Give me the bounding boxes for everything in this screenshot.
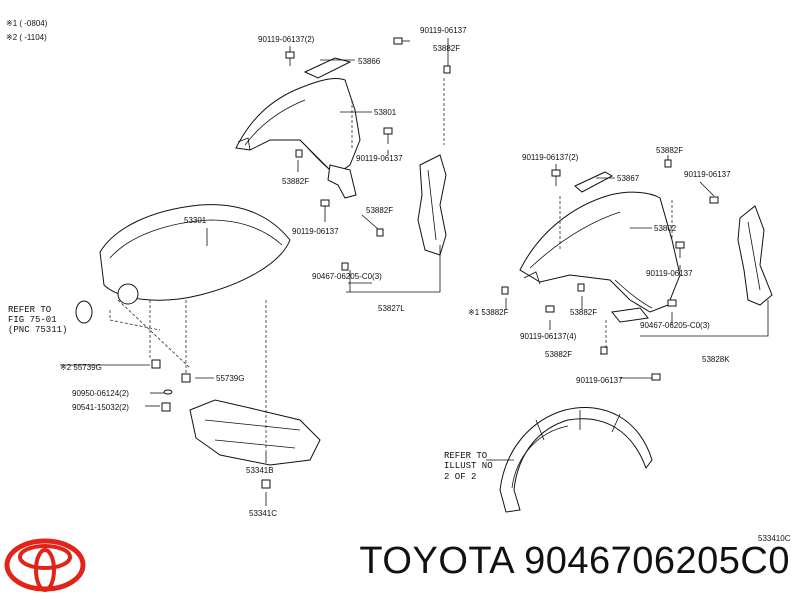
bolt-icon <box>551 169 561 186</box>
bolt-icon <box>393 37 410 45</box>
emblem-icon <box>75 300 93 324</box>
diagram-code: 533410C <box>758 534 791 543</box>
right-fender-53802 <box>519 191 681 313</box>
label-90119-06137-2-right: 90119-06137(2) <box>522 153 579 162</box>
label-53882F-note: ※1 53882F <box>468 308 509 317</box>
label-55739G-note: ※2 55739G <box>60 363 102 372</box>
label-53827L: 53827L <box>378 304 405 313</box>
clip-icon <box>181 373 191 383</box>
washer-icon <box>163 389 173 395</box>
refer-fig-line-2: FIG 75-01 <box>8 315 57 325</box>
label-53341C: 53341C <box>249 509 277 518</box>
refer-illust-line-3: 2 OF 2 <box>444 472 476 482</box>
label-90119-06137-top: 90119-06137 <box>420 26 467 35</box>
label-90119-06137-r1: 90119-06137 <box>684 170 731 179</box>
right-fender-seal-53867 <box>574 171 614 193</box>
label-90119-06137-4: 90119-06137(4) <box>520 332 577 341</box>
label-90541-15032: 90541-15032(2) <box>72 403 129 412</box>
label-53882F-right-mid: 53882F <box>570 308 597 317</box>
clip-icon <box>295 149 303 158</box>
clip-icon <box>341 262 349 271</box>
legend-note-1: ※1 ( -0804) <box>6 19 48 28</box>
refer-illust-line-2: ILLUST NO <box>444 461 493 471</box>
clip-icon <box>664 159 672 168</box>
bolt-icon <box>383 127 393 144</box>
label-53828K: 53828K <box>702 355 730 364</box>
left-fender-seal-53866 <box>303 57 352 79</box>
bolt-icon <box>545 305 555 313</box>
label-53341B: 53341B <box>246 466 274 475</box>
label-53866: 53866 <box>358 57 381 66</box>
clip-icon <box>261 479 271 489</box>
toyota-logo-icon <box>4 538 86 592</box>
label-90467-06205-left: 90467-06205-C0(3) <box>312 272 382 281</box>
bolt-icon <box>675 241 685 258</box>
bolt-icon <box>320 199 330 214</box>
label-90119-06137-left: 90119-06137 <box>292 227 339 236</box>
label-53882F-right-top: 53882F <box>656 146 683 155</box>
label-90950-06124: 90950-06124(2) <box>72 389 129 398</box>
label-90119-06137-r3: 90119-06137 <box>576 376 623 385</box>
right-fender-bracket <box>611 307 649 323</box>
label-55739G: 55739G <box>216 374 244 383</box>
label-53867: 53867 <box>617 174 640 183</box>
bolt-icon <box>285 51 295 66</box>
hood-53301 <box>99 204 291 305</box>
label-53882F-right-low: 53882F <box>545 350 572 359</box>
clip-icon <box>443 65 451 74</box>
clip-icon <box>577 283 585 292</box>
clip-icon <box>501 286 509 295</box>
brand-part-number-title: TOYOTA 9046706205C0 <box>359 540 790 582</box>
label-53882F-mid: 53882F <box>282 177 309 186</box>
label-53301: 53301 <box>184 216 207 225</box>
refer-fig-line-3: (PNC 75311) <box>8 325 67 335</box>
label-53882F-lower: 53882F <box>366 206 393 215</box>
refer-illust-line-1: REFER TO <box>444 451 487 461</box>
label-53802: 53802 <box>654 224 677 233</box>
right-liner-53828K <box>737 205 773 306</box>
fender-liner-reference <box>499 406 653 513</box>
clip-icon <box>376 228 384 237</box>
bolt-icon <box>651 373 661 381</box>
bumper-icon <box>161 402 171 412</box>
label-53801: 53801 <box>374 108 397 117</box>
label-90467-06205-right: 90467-06205-C0(3) <box>640 321 710 330</box>
bolt-icon <box>667 299 677 307</box>
label-90119-06137-r2: 90119-06137 <box>646 269 693 278</box>
refer-fig-line-1: REFER TO <box>8 305 51 315</box>
clip-icon <box>600 346 608 355</box>
label-90119-06137-2-left: 90119-06137(2) <box>258 35 315 44</box>
clip-icon <box>151 359 161 369</box>
hood-insulator-53341B <box>189 399 321 466</box>
left-liner-53827L <box>417 154 447 256</box>
label-90119-06137-mid: 90119-06137 <box>356 154 403 163</box>
legend-note-2: ※2 ( -1104) <box>6 33 47 42</box>
label-53882F-top: 53882F <box>433 44 460 53</box>
left-fender-bracket <box>327 164 357 199</box>
bolt-icon <box>709 196 719 204</box>
